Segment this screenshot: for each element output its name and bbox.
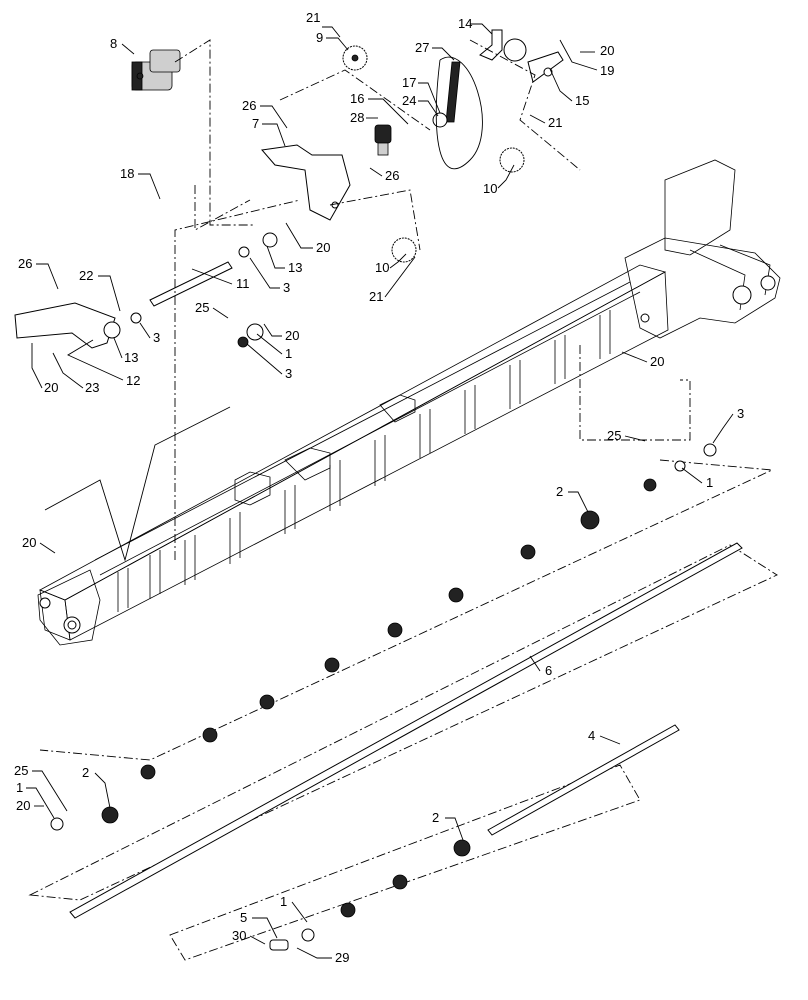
- shaft: [149, 261, 233, 307]
- callout-1-b: 1: [706, 475, 713, 490]
- tensioner-bracket: [479, 29, 564, 83]
- callout-22: 22: [79, 268, 93, 283]
- sprocket-top: [342, 45, 368, 71]
- callout-16: 16: [350, 91, 364, 106]
- callouts: 21 9 8 14 27 20 19 17 16 24 15 26 28 7 2…: [14, 10, 744, 965]
- gearbox-row: [101, 478, 657, 918]
- callout-13-b: 13: [124, 350, 138, 365]
- callout-7: 7: [252, 116, 259, 131]
- phantom-lines: [28, 39, 778, 961]
- bushing-3-left: [130, 312, 142, 324]
- callout-15: 15: [575, 93, 589, 108]
- callout-19: 19: [600, 63, 614, 78]
- callout-25-c: 25: [14, 763, 28, 778]
- callout-26-c: 26: [18, 256, 32, 271]
- callout-23: 23: [85, 380, 99, 395]
- callout-26-b: 26: [385, 168, 399, 183]
- sprocket-mid: [391, 237, 417, 263]
- main-frame: [37, 159, 781, 646]
- callout-5: 5: [240, 910, 247, 925]
- callout-3-a: 3: [283, 280, 290, 295]
- callout-24: 24: [402, 93, 416, 108]
- callout-9: 9: [316, 30, 323, 45]
- row-units: [50, 443, 717, 951]
- washer-row: [50, 443, 717, 951]
- callout-30: 30: [232, 928, 246, 943]
- callout-20-f: 20: [22, 535, 36, 550]
- drive-chain: [435, 56, 483, 170]
- callout-3-b: 3: [153, 330, 160, 345]
- side-bracket: [14, 302, 116, 349]
- shaft-4: [487, 724, 680, 836]
- callout-20-e: 20: [44, 380, 58, 395]
- callout-1-a: 1: [285, 346, 292, 361]
- callout-1-c: 1: [16, 780, 23, 795]
- callout-20-c: 20: [285, 328, 299, 343]
- callout-6: 6: [545, 663, 552, 678]
- callout-28: 28: [350, 110, 364, 125]
- callout-20-a: 20: [600, 43, 614, 58]
- callout-26-a: 26: [242, 98, 256, 113]
- callout-3-d: 3: [737, 406, 744, 421]
- idler-pulley: [432, 112, 448, 128]
- bearing-13-upper: [262, 232, 278, 248]
- callout-11: 11: [236, 276, 250, 291]
- callout-2-c: 2: [432, 810, 439, 825]
- callout-2-b: 2: [82, 765, 89, 780]
- callout-3-c: 3: [285, 366, 292, 381]
- callout-17: 17: [402, 75, 416, 90]
- callout-1-d: 1: [280, 894, 287, 909]
- callout-2-a: 2: [556, 484, 563, 499]
- callout-20-d: 20: [650, 354, 664, 369]
- hydraulic-motor: [131, 49, 181, 91]
- callout-20-b: 20: [316, 240, 330, 255]
- callout-10-b: 10: [375, 260, 389, 275]
- cutaway-lines: [44, 406, 231, 562]
- callout-12: 12: [126, 373, 140, 388]
- mount-plate: [261, 144, 351, 221]
- callout-27: 27: [415, 40, 429, 55]
- callout-29: 29: [335, 950, 349, 965]
- callout-20-g: 20: [16, 798, 30, 813]
- gear: [374, 124, 392, 156]
- bearing-1-upper: [246, 323, 264, 341]
- leader-lines: [26, 23, 734, 959]
- drive-assembly: [14, 29, 564, 349]
- bearing-13-left: [103, 321, 121, 339]
- bushing-3-lower: [237, 336, 249, 348]
- callout-25-b: 25: [607, 428, 621, 443]
- sprocket-right: [499, 147, 525, 173]
- long-shaft-6: [69, 542, 743, 919]
- bushing-3-upper: [238, 246, 250, 258]
- callout-21-c: 21: [369, 289, 383, 304]
- callout-14: 14: [458, 16, 472, 31]
- spring: [445, 61, 461, 123]
- callout-4: 4: [588, 728, 595, 743]
- callout-10-a: 10: [483, 181, 497, 196]
- callout-21-b: 21: [548, 115, 562, 130]
- callout-21-a: 21: [306, 10, 320, 25]
- coupler-5: [269, 939, 289, 951]
- callout-8: 8: [110, 36, 117, 51]
- callout-25-a: 25: [195, 300, 209, 315]
- callout-13-a: 13: [288, 260, 302, 275]
- callout-18: 18: [120, 166, 134, 181]
